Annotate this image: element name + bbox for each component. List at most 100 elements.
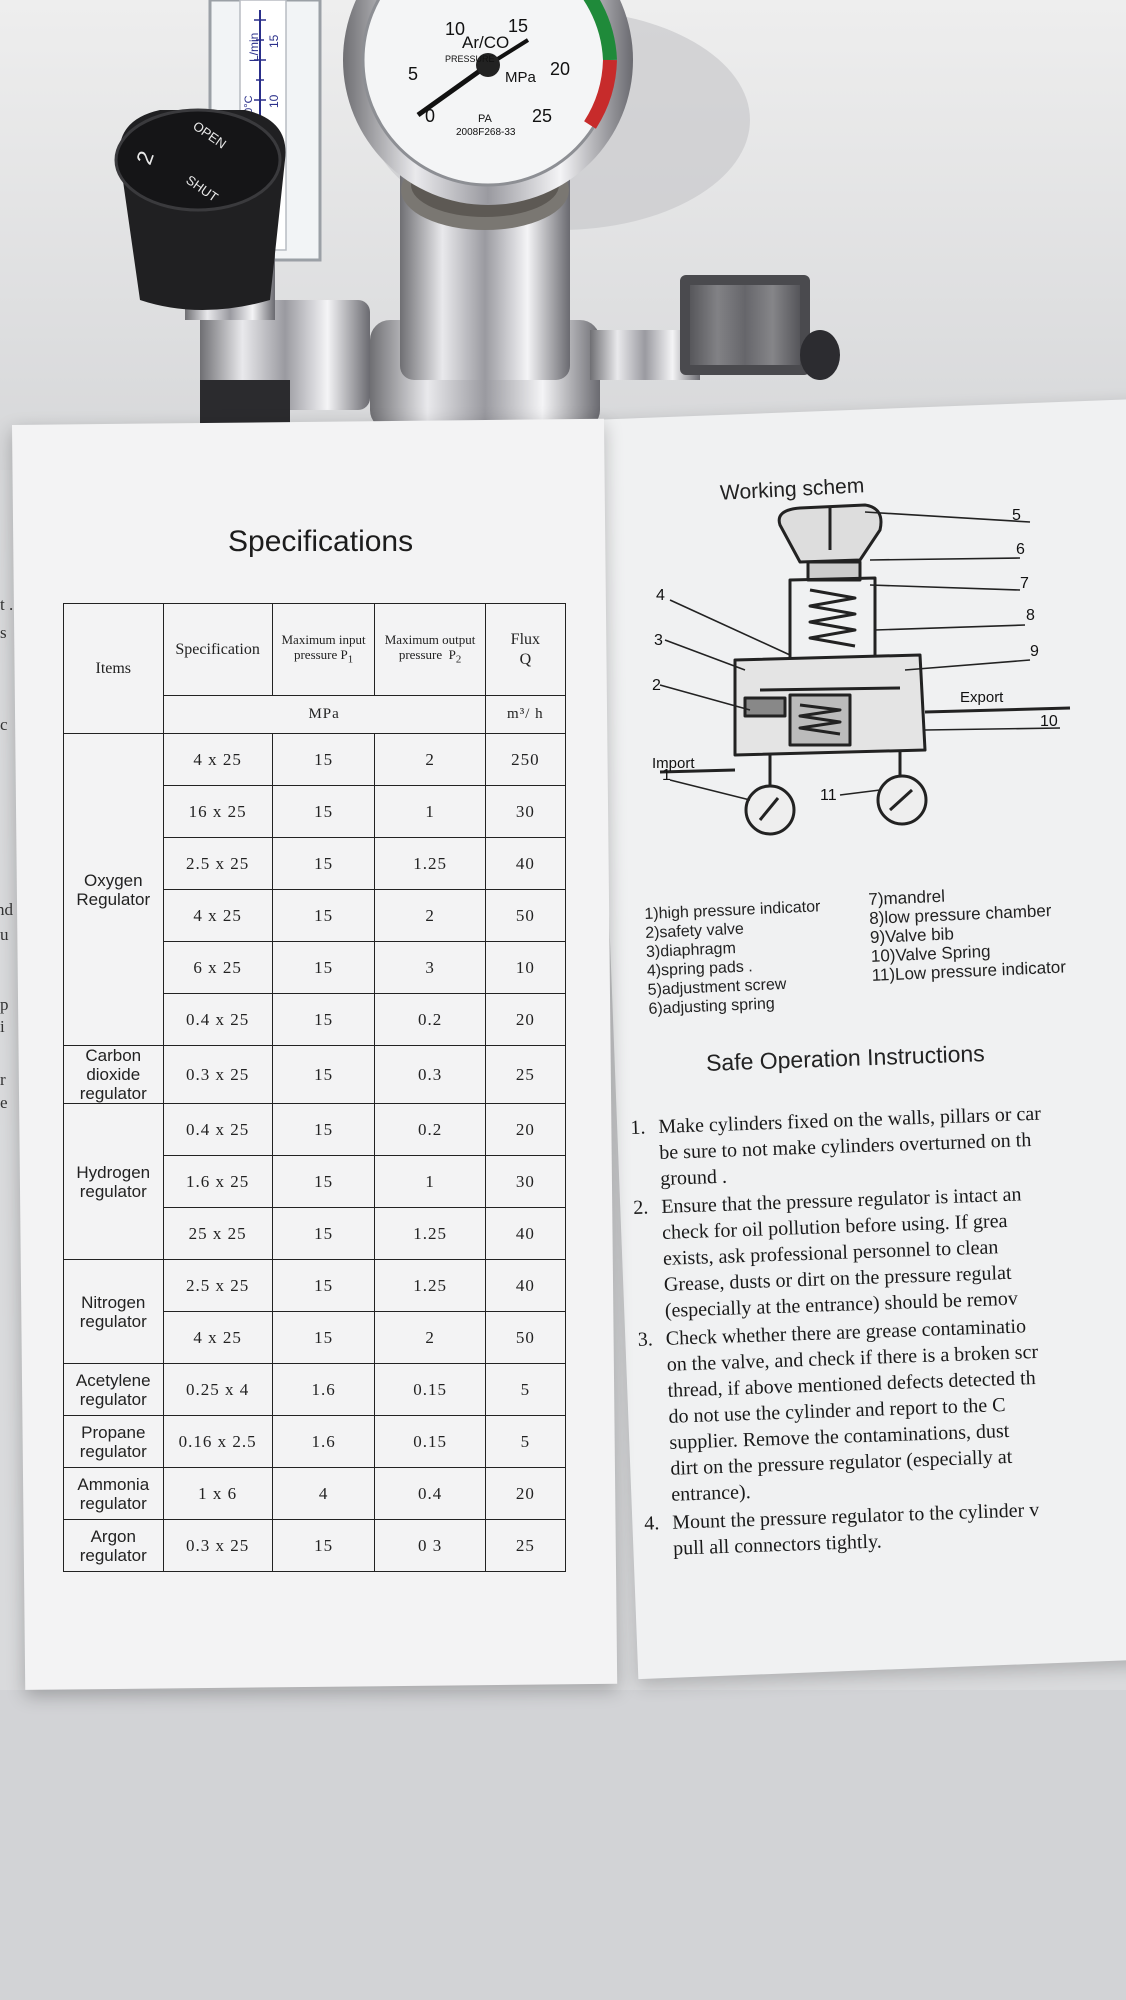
cell-flux: 20 [484,993,567,1046]
cell-flux: 20 [484,1467,567,1520]
schematic-number-6: 6 [1016,541,1025,558]
gauge-pressure-text: PRESSURE [445,54,495,64]
instruction-number: 2. [632,1196,649,1219]
cell-max-output: 1 [374,785,486,838]
cell-flux: 50 [484,889,567,942]
cell-specification: 1.6 x 25 [162,1155,273,1208]
regulator-name: Propane regulator [63,1415,164,1468]
fragment: p [0,995,9,1014]
cell-specification: 0.3 x 25 [162,1045,273,1104]
gauge-tick-20: 20 [550,59,570,79]
cell-max-input: 15 [271,941,376,994]
cell-max-input: 15 [271,993,376,1046]
cell-max-output: 0.3 [374,1045,486,1104]
schematic-number-3: 3 [654,632,663,649]
instruction-item: 1.Make cylinders fixed on the walls, pil… [630,1098,1126,1193]
unit-mpa: MPa [162,695,486,734]
regulator-name: Argon regulator [63,1519,164,1572]
cell-max-input: 15 [271,889,376,942]
regulator-name: Ammonia regulator [63,1467,164,1520]
cell-flux: 30 [484,1155,567,1208]
header-max-output-line1: Maximum output [384,631,476,647]
cell-max-input: 15 [271,1155,376,1208]
flowmeter-tick-15: 15 [267,34,281,48]
gauge-gas-label: Ar/CO [462,33,509,52]
cell-specification: 2.5 x 25 [162,837,273,890]
fragment: i [0,1017,5,1036]
cell-flux: 40 [484,1207,567,1260]
safe-operation-list: 1.Make cylinders fixed on the walls, pil… [630,1098,1126,1565]
unit-m3h: m³/ h [484,695,567,734]
cell-max-output: 0.2 [374,993,486,1046]
cell-max-input: 1.6 [271,1363,376,1416]
header-flux: Flux Q [484,603,567,696]
cell-flux: 20 [484,1103,567,1156]
gauge-model: 2008F268-33 [456,127,516,138]
cell-max-output: 2 [374,1311,486,1364]
cell-max-input: 15 [271,733,376,786]
cell-flux: 25 [484,1519,567,1572]
fragment: s [0,623,7,642]
cell-max-input: 15 [271,1103,376,1156]
header-max-output-sub: 2 [455,653,462,666]
regulator-name: Nitrogen regulator [63,1259,164,1364]
gauge-tick-5: 5 [408,64,418,84]
regulator-name: Acetylene regulator [63,1363,164,1416]
cell-flux: 40 [484,1259,567,1312]
instruction-number: 3. [637,1328,654,1351]
cell-specification: 6 x 25 [162,941,273,994]
fragment: r [0,1070,6,1089]
header-max-input-line1: Maximum input [281,631,366,647]
cell-max-output: 2 [374,889,486,942]
schematic-number-4: 4 [656,587,665,604]
schematic-number-11: 11 [820,787,837,804]
regulator-name: Oxygen Regulator [63,733,164,1046]
fragment: t . [0,595,14,614]
schematic-import-label: Import [652,755,695,772]
cell-max-output: 2 [374,733,486,786]
cell-specification: 0.3 x 25 [162,1519,273,1572]
cell-max-input: 15 [271,1045,376,1104]
fragment: e [0,1093,8,1112]
instruction-item: 2.Ensure that the pressure regulator is … [633,1178,1126,1325]
shutoff-knob [114,108,286,320]
header-max-input: Maximum input pressure P1 [271,603,376,696]
gauge-unit: MPa [505,69,537,86]
cell-max-output: 1 [374,1155,486,1208]
cell-flux: 10 [484,941,567,994]
header-max-input-sub: 1 [347,653,354,666]
schematic-number-1: 1 [662,767,671,784]
cell-max-output: 3 [374,941,486,994]
header-max-output-line2: pressure [398,646,443,662]
cell-specification: 0.4 x 25 [162,993,273,1046]
cell-max-input: 15 [271,1519,376,1572]
cell-max-output: 0 3 [374,1519,486,1572]
cell-max-input: 15 [271,837,376,890]
cell-max-input: 1.6 [271,1415,376,1468]
header-flux-line1: Flux [510,630,541,648]
schematic-legend-right: 7)mandrel 8)low pressure chamber 9)Valve… [868,882,1066,985]
cell-max-input: 15 [271,1207,376,1260]
cell-flux: 50 [484,1311,567,1364]
gauge-tick-25: 25 [532,106,552,126]
schematic-legend-left: 1)high pressure indicator 2)safety valve… [644,897,825,1019]
cell-flux: 25 [484,1045,567,1104]
specifications-table: Items Specification Maximum input pressu… [63,603,567,1572]
cell-max-input: 15 [271,1311,376,1364]
schematic-number-2: 2 [652,677,661,694]
schematic-number-7: 7 [1020,575,1029,592]
schematic-number-5: 5 [1012,507,1021,524]
cell-max-input: 15 [271,785,376,838]
